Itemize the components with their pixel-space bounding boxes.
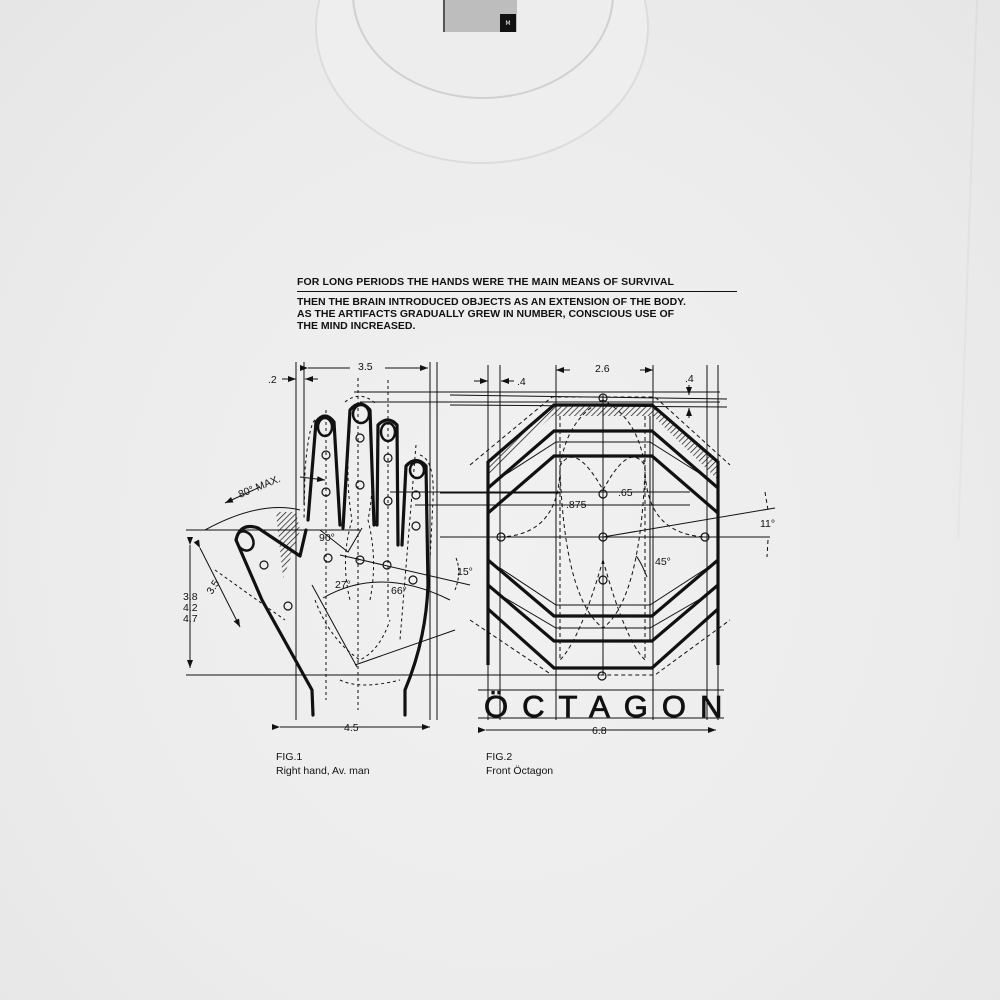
wordmark-text: ÖCTAGON [484, 689, 736, 724]
dim-thumb-length: 3.5 [204, 578, 222, 597]
dim-offset: .4 [517, 376, 526, 388]
dim-bottom-width: 6.8 [592, 725, 607, 737]
dim-offset: .2 [268, 374, 277, 386]
dim-angle-b: 45° [655, 556, 671, 568]
dim-top-width: 3.5 [358, 361, 373, 373]
print-headline: FOR LONG PERIODS THE HANDS WERE THE MAIN… [297, 276, 737, 292]
dim-angle-b: 66° [391, 585, 407, 597]
fig1-caption: FIG.1 Right hand, Av. man [276, 750, 370, 778]
dim-angle-a: 27° [335, 579, 351, 591]
print-body-line: THEN THE BRAIN INTRODUCED OBJECTS AS AN … [297, 296, 686, 308]
print-body-line: THE MIND INCREASED. [297, 320, 416, 332]
dim-inner-a: .875 [566, 499, 587, 511]
hand-drawing: 3.5 .2 80° MAX. 90° 3.5 3.8 4.2 4.7 27° … [183, 361, 720, 734]
print-body: THEN THE BRAIN INTRODUCED OBJECTS AS AN … [297, 296, 747, 332]
fig2-caption-text: Front Öctagon [486, 765, 554, 777]
dim-height-2: 4.2 [183, 602, 198, 614]
fig2-caption: FIG.2 Front Öctagon [486, 750, 553, 778]
dim-angle-a: 11° [760, 518, 775, 530]
dim-inner-b: .65 [618, 487, 633, 499]
fig2-label: FIG.2 [486, 751, 513, 763]
dim-height-1: 3.8 [183, 591, 198, 603]
fig1-label: FIG.1 [276, 751, 303, 763]
print-body-line: AS THE ARTIFACTS GRADUALLY GREW IN NUMBE… [297, 308, 675, 320]
dim-band: .4 [685, 373, 694, 385]
dim-finger-angle: 90° [319, 532, 335, 544]
dim-angle-c: 15° [457, 566, 473, 578]
octagon-wordmark: ÖCTAGON [484, 689, 736, 725]
size-label: M [500, 14, 516, 32]
dim-bottom-width: 4.5 [344, 722, 359, 734]
fig1-caption-text: Right hand, Av. man [276, 765, 370, 777]
dim-height-3: 4.7 [183, 613, 198, 625]
octagon-drawing: ÖCTAGON 2.6 .4 .4 .875 .65 11° 45° 6.8 [440, 363, 775, 737]
dim-thumb-angle: 80° MAX. [237, 473, 283, 501]
dim-top-width: 2.6 [595, 363, 610, 375]
